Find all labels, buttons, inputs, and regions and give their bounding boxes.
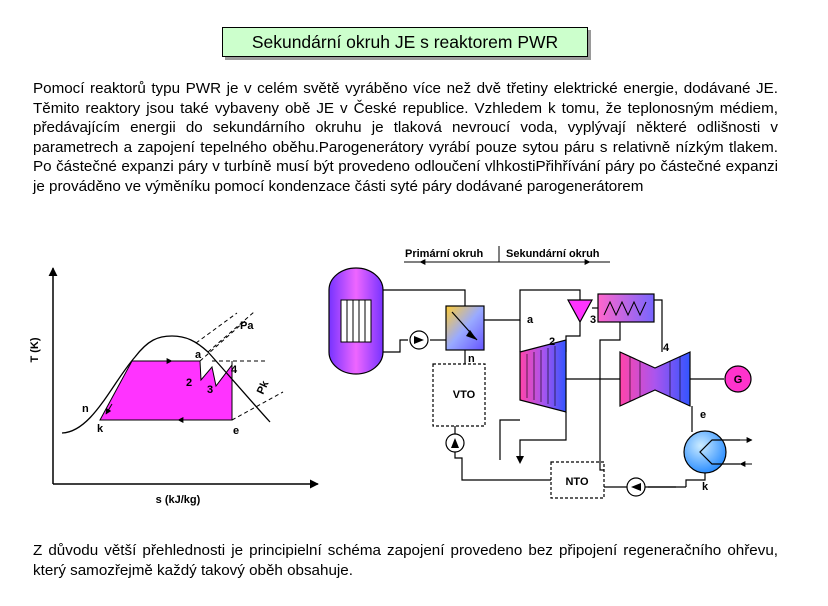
point-4: 4 [231,364,238,376]
cooling-water-coil [699,439,740,465]
plant-scheme: Primární okruh Sekundární okruh n a 3 [328,246,753,499]
scheme-point-e: e [700,409,706,421]
isobar-pa-2 [207,311,255,353]
generator [724,365,752,393]
vto-label: VTO [453,389,476,401]
point-e: e [233,425,239,437]
reheated-steam-line [654,299,663,352]
lp-turbine [619,351,691,407]
generator-label: G [734,374,743,386]
scheme-point-4: 4 [663,342,670,354]
point-a: a [195,349,202,361]
x-axis-label: s (kJ/kg) [156,494,201,506]
y-axis-label: T (K) [29,337,41,362]
ts-diagram: T (K) s (kJ/kg) Pa Pk a 2 3 4 n k e [29,267,319,506]
secondary-circuit-label: Sekundární okruh [506,248,600,260]
saturation-curve [61,335,271,434]
steam-generator [445,305,485,351]
scheme-point-3: 3 [590,314,596,326]
scheme-point-k: k [702,481,709,493]
label-pk: Pk [255,378,272,396]
reheater [597,293,655,323]
point-3: 3 [207,384,213,396]
outro-paragraph: Z důvodu větší přehlednosti je principie… [33,542,778,579]
isobar-pk [231,391,284,421]
main-steam-line [484,289,581,321]
point-n: n [82,403,89,415]
drain-line [499,419,520,460]
point-k: k [97,423,104,435]
label-pa: Pa [240,320,254,332]
moisture-separator [566,299,594,324]
page-title: Sekundární okruh JE s reaktorem PWR [222,27,588,57]
intro-paragraph: Pomocí reaktorů typu PWR je v celém svět… [33,80,778,195]
primary-cold-leg [383,339,408,353]
scheme-point-n: n [468,353,475,365]
primary-circuit-label: Primární okruh [405,248,484,260]
reactor-core [340,299,372,343]
condenser [683,430,727,474]
scheme-point-2: 2 [549,336,555,348]
hp-heater [432,363,486,427]
nto-label: NTO [565,476,588,488]
isobar-pa [199,320,246,362]
scheme-point-a: a [527,314,534,326]
lp-heater [550,461,605,499]
point-2: 2 [186,377,192,389]
primary-hot-leg [383,289,466,306]
cycle-arrow-left [105,403,113,415]
isobar-aux [195,312,238,344]
